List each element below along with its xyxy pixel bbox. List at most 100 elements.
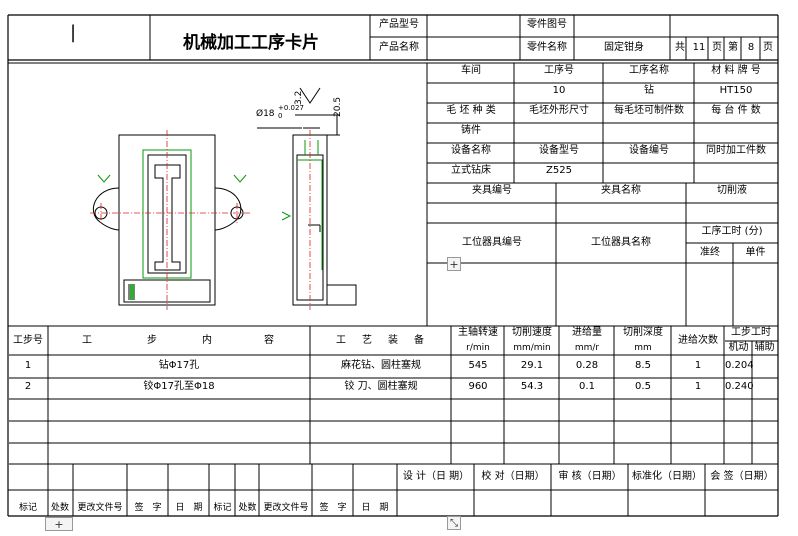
sign-mark-1: 标记 [18, 503, 37, 513]
add-row-button-bottom[interactable]: + [45, 517, 73, 531]
row2-feed: 0.1 [579, 381, 595, 392]
station-tool-no-label: 工位器具编号 [462, 237, 522, 248]
step-time-header: 工步工时 [731, 327, 771, 338]
sign-signature-2: 签 字 [319, 503, 347, 513]
row1-no: 1 [24, 360, 32, 371]
row1-passes: 1 [694, 360, 702, 371]
dim-height: 20.5 [333, 96, 343, 117]
sign-count-1: 处数 [50, 503, 69, 513]
cutting-speed-header: 切削速度 [512, 327, 552, 338]
standard-label: 标准化（日期） [632, 471, 702, 482]
sign-date-2: 日 期 [361, 503, 389, 513]
current-page-unit: 页 [763, 42, 773, 53]
spindle-speed-header: 主轴转速 [458, 327, 498, 338]
row1-equipment: 麻花钻、圆柱塞规 [341, 360, 421, 371]
simultaneous-label: 同时加工件数 [706, 145, 766, 156]
aux-time-header: 辅助 [754, 342, 775, 353]
content-header-3: 内 [202, 335, 212, 346]
per-machine-label: 每 台 件 数 [711, 105, 761, 116]
total-pages: 11 [692, 42, 706, 53]
part-name-value: 固定钳身 [604, 42, 644, 53]
blank-size-label: 毛坯外形尺寸 [529, 105, 589, 116]
row2-content: 铰Φ17孔至Φ18 [143, 381, 215, 392]
current-label: 第 [728, 42, 738, 53]
sign-date-1: 日 期 [175, 503, 203, 513]
material: HT150 [719, 85, 753, 96]
row1-content: 钻Φ17孔 [158, 360, 200, 371]
equipment-header-4: 备 [414, 335, 424, 346]
process-no: 10 [552, 85, 566, 96]
design-label: 设 计（日 期） [402, 471, 470, 482]
workshop-label: 车间 [461, 65, 481, 76]
row1-speed: 545 [468, 360, 488, 371]
passes-header: 进给次数 [678, 335, 718, 346]
depth-unit: mm [634, 343, 652, 353]
row1-feed: 0.28 [575, 360, 599, 371]
fixture-no-label: 夹具编号 [472, 185, 512, 196]
equip-name: 立式钻床 [451, 165, 491, 176]
machine-time-header: 机动 [728, 342, 749, 353]
blank-type: 铸件 [461, 125, 481, 136]
table-resize-handle[interactable]: ⤡ [447, 516, 461, 530]
add-row-button-top[interactable]: + [447, 257, 461, 271]
roughness-value: 3.2 [294, 90, 304, 105]
current-page: 8 [747, 42, 755, 53]
equip-name-label: 设备名称 [451, 145, 491, 156]
equip-model-label: 设备型号 [539, 145, 579, 156]
dim-tol-lower: 0 [278, 112, 283, 120]
prep-label: 准终 [700, 247, 720, 258]
row1-machine-time: 0.204 [725, 360, 754, 371]
total-label: 共 [675, 42, 685, 53]
product-model-label: 产品型号 [379, 19, 419, 30]
equip-no-label: 设备编号 [629, 145, 669, 156]
row2-no: 2 [24, 381, 32, 392]
total-page-unit: 页 [712, 42, 722, 53]
page-title: 机械加工工序卡片 [183, 33, 319, 53]
cursor-mark: | [70, 22, 77, 43]
step-no-header: 工步号 [13, 335, 43, 346]
depth-header: 切削深度 [623, 327, 663, 338]
sign-change-doc-2: 更改文件号 [263, 503, 309, 513]
parts-per-blank-label: 每毛坯可制件数 [614, 105, 684, 116]
row1-cut-speed: 29.1 [520, 360, 544, 371]
feed-header: 进给量 [572, 327, 602, 338]
equipment-header-1: 工 [336, 335, 346, 346]
process-time-label: 工序工时 (分) [701, 226, 763, 237]
row2-cut-speed: 54.3 [520, 381, 544, 392]
part-drawing-no-label: 零件图号 [527, 19, 567, 30]
equipment-header-2: 艺 [362, 335, 372, 346]
coolant-label: 切削液 [717, 185, 747, 196]
station-tool-name-label: 工位器具名称 [591, 237, 651, 248]
product-name-label: 产品名称 [379, 42, 419, 53]
part-name-label: 零件名称 [527, 42, 567, 53]
blank-type-label: 毛 坯 种 类 [446, 105, 496, 116]
process-name-label: 工序名称 [629, 65, 669, 76]
equipment-header-3: 装 [388, 335, 398, 346]
content-header-2: 步 [147, 335, 157, 346]
countersign-label: 会 签（日期） [710, 471, 774, 482]
content-header-4: 容 [264, 335, 274, 346]
row2-passes: 1 [694, 381, 702, 392]
equip-model: Z525 [546, 165, 572, 176]
sign-signature-1: 签 字 [134, 503, 162, 513]
process-name: 钻 [644, 85, 654, 96]
cutting-speed-unit: mm/min [513, 343, 551, 353]
material-label: 材 料 牌 号 [711, 65, 761, 76]
fixture-name-label: 夹具名称 [601, 185, 641, 196]
sign-mark-2: 标记 [213, 503, 232, 513]
spindle-unit: r/min [466, 343, 490, 353]
row1-depth: 8.5 [635, 360, 651, 371]
dim-diameter: Ø18 [256, 109, 275, 119]
row2-speed: 960 [468, 381, 488, 392]
unit-label: 单件 [745, 247, 766, 258]
row2-machine-time: 0.240 [725, 381, 754, 392]
content-header-1: 工 [82, 335, 92, 346]
check-label: 校 对（日期） [481, 471, 545, 482]
dim-tol-upper: +0.027 [278, 104, 304, 112]
row2-depth: 0.5 [635, 381, 651, 392]
process-no-label: 工序号 [544, 65, 574, 76]
sign-change-doc-1: 更改文件号 [77, 503, 123, 513]
sign-count-2: 处数 [238, 503, 257, 513]
